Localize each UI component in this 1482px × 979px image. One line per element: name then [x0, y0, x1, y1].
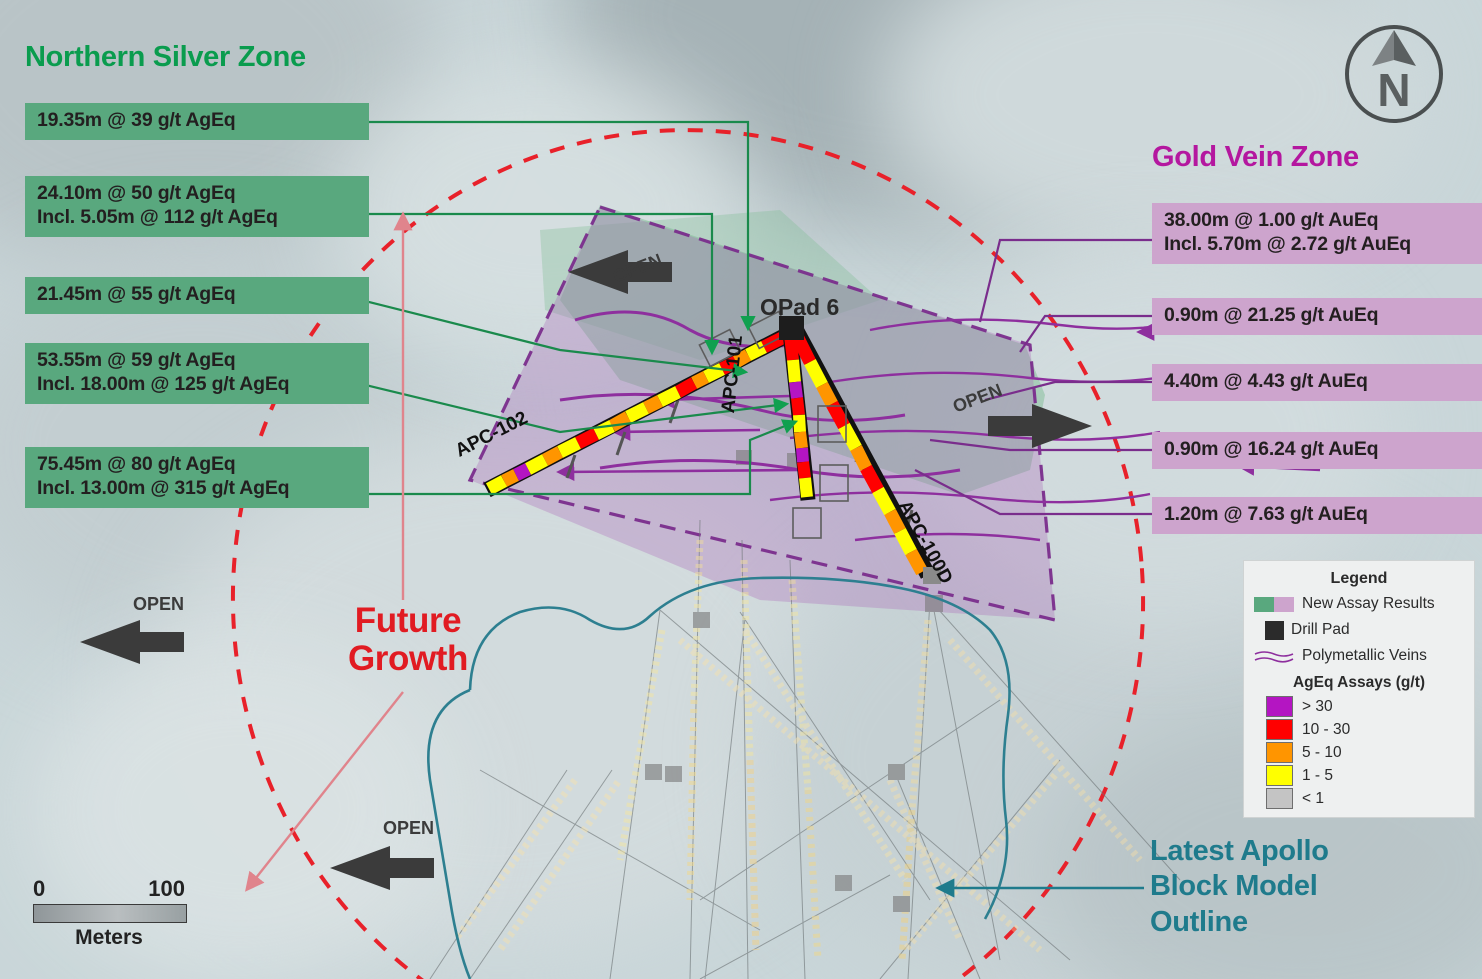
legend-item-new-assay: New Assay Results	[1254, 593, 1464, 615]
intercept-boxes	[698, 310, 849, 539]
silver-result-2: 24.10m @ 50 g/t AgEq Incl. 5.05m @ 112 g…	[25, 176, 369, 237]
gold-result-1-main: 38.00m @ 1.00 g/t AuEq	[1164, 209, 1379, 231]
open-label-west: OPEN	[133, 594, 185, 614]
gold-result-5-main: 1.20m @ 7.63 g/t AuEq	[1164, 503, 1368, 525]
assay-swatch-gt30	[1266, 696, 1293, 717]
legend-panel: Legend New Assay Results Drill Pad Polym…	[1243, 560, 1475, 818]
block-model-heading: Latest Apollo Block Model Outline	[1150, 834, 1329, 940]
north-arrow-label: N	[1377, 64, 1410, 116]
silver-zone-heading: Northern Silver Zone	[25, 41, 306, 73]
future-growth-line1: Future	[354, 601, 462, 640]
silver-result-5: 75.45m @ 80 g/t AgEq Incl. 13.00m @ 315 …	[25, 447, 369, 508]
silver-leader-lines	[344, 120, 799, 496]
legend-assay-class-5: < 1	[1254, 788, 1464, 809]
silver-result-4-main: 53.55m @ 59 g/t AgEq	[37, 349, 236, 371]
legend-item-drill-pad: Drill Pad	[1254, 619, 1464, 641]
block-model-outline	[427, 576, 1011, 979]
gold-result-1: 38.00m @ 1.00 g/t AuEq Incl. 5.70m @ 2.7…	[1152, 203, 1482, 264]
block-model-line2: Block Model	[1150, 870, 1318, 903]
legend-item-drill-pad-label: Drill Pad	[1291, 621, 1350, 638]
legend-assay-class-4: 1 - 5	[1254, 765, 1464, 786]
north-arrow-left-wing	[1372, 30, 1394, 66]
scale-unit-label: Meters	[75, 926, 143, 949]
north-arrow-right-wing	[1394, 30, 1416, 66]
green-purple-swatch	[1254, 596, 1294, 612]
block-model-line3: Outline	[1150, 905, 1248, 938]
silver-result-3: 21.45m @ 55 g/t AgEq	[25, 277, 369, 314]
drillhole-apc-102	[483, 326, 793, 498]
future-growth-line2: Growth	[347, 638, 469, 678]
assay-swatch-1-5	[1266, 765, 1293, 786]
gold-result-4-main: 0.90m @ 16.24 g/t AuEq	[1164, 438, 1379, 460]
future-growth-heading: Future Growth	[328, 602, 488, 678]
drillhole-apc-100d	[789, 328, 941, 584]
legend-assay-class-2: 10 - 30	[1254, 719, 1464, 740]
north-arrow: N	[1338, 18, 1450, 130]
drill-pad-label: OPad 6	[760, 294, 840, 320]
silver-result-3-main: 21.45m @ 55 g/t AgEq	[37, 283, 236, 305]
gold-result-4: 0.90m @ 16.24 g/t AuEq	[1152, 432, 1482, 469]
block-model-line1: Latest Apollo	[1150, 835, 1329, 867]
legend-item-new-assay-label: New Assay Results	[1302, 595, 1435, 612]
legend-assay-title: AgEq Assays (g/t)	[1292, 674, 1426, 691]
assay-label-5-10: 5 - 10	[1302, 743, 1342, 761]
scale-bar: 0 100 Meters	[33, 876, 187, 950]
silver-result-4-incl: Incl. 18.00m @ 125 g/t AgEq	[37, 372, 290, 395]
silver-result-4: 53.55m @ 59 g/t AgEq Incl. 18.00m @ 125 …	[25, 343, 369, 404]
silver-result-1: 19.35m @ 39 g/t AgEq	[25, 103, 369, 140]
silver-result-2-main: 24.10m @ 50 g/t AgEq	[37, 182, 236, 204]
legend-assay-class-3: 5 - 10	[1254, 742, 1464, 763]
silver-result-1-main: 19.35m @ 39 g/t AgEq	[37, 109, 236, 131]
scale-max-label: 100	[148, 876, 185, 901]
gold-result-1-incl: Incl. 5.70m @ 2.72 g/t AuEq	[1164, 232, 1411, 255]
gold-zone-heading: Gold Vein Zone	[1152, 141, 1359, 173]
legend-item-veins-label: Polymetallic Veins	[1302, 647, 1427, 664]
silver-result-5-incl: Incl. 13.00m @ 315 g/t AgEq	[37, 476, 290, 499]
gold-result-3-main: 4.40m @ 4.43 g/t AuEq	[1164, 370, 1368, 392]
gold-result-2: 0.90m @ 21.25 g/t AuEq	[1152, 298, 1482, 335]
scale-min-label: 0	[33, 876, 46, 901]
assay-swatch-10-30	[1266, 719, 1293, 740]
open-direction-arrows	[80, 250, 1092, 890]
legend-item-veins: Polymetallic Veins	[1254, 645, 1464, 667]
assay-label-10-30: 10 - 30	[1302, 720, 1351, 738]
assay-swatch-lt1	[1266, 788, 1293, 809]
assay-label-1-5: 1 - 5	[1302, 766, 1334, 784]
future-growth-arrows	[245, 211, 413, 892]
legend-title: Legend	[1330, 570, 1388, 587]
gold-result-2-main: 0.90m @ 21.25 g/t AuEq	[1164, 304, 1379, 326]
open-label-southwest: OPEN	[383, 818, 435, 838]
silver-result-2-incl: Incl. 5.05m @ 112 g/t AgEq	[37, 205, 278, 228]
future-growth-ellipse	[230, 128, 1146, 979]
drill-pad-swatch	[1265, 620, 1284, 640]
gold-result-5: 1.20m @ 7.63 g/t AuEq	[1152, 497, 1482, 534]
vein-swatch	[1254, 649, 1294, 664]
drill-pad-marker	[779, 316, 804, 340]
assay-swatch-5-10	[1266, 742, 1293, 763]
assay-label-lt1: < 1	[1302, 789, 1324, 807]
silver-result-5-main: 75.45m @ 80 g/t AgEq	[37, 453, 236, 475]
legend-assay-class-1: > 30	[1254, 696, 1464, 717]
gold-result-3: 4.40m @ 4.43 g/t AuEq	[1152, 364, 1482, 401]
scale-bar-graphic	[33, 904, 187, 923]
assay-label-gt30: > 30	[1302, 697, 1333, 715]
gold-leader-lines	[914, 238, 1152, 516]
